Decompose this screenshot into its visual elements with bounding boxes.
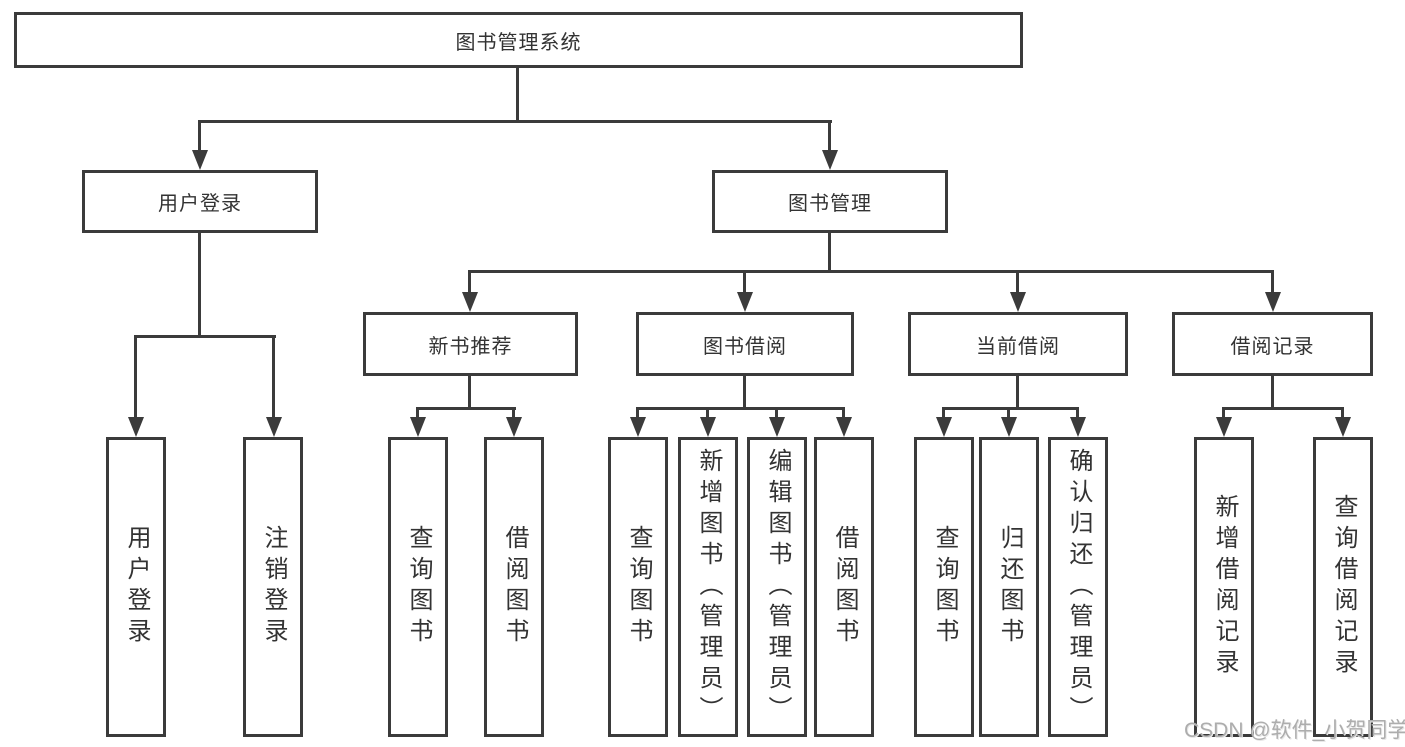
arrowhead-icon: [1070, 417, 1086, 437]
connector-line: [198, 120, 201, 151]
leaf-label: 查询图书: [405, 525, 432, 649]
leaf-query-books: 查询图书: [388, 437, 448, 737]
connector-line: [1271, 375, 1274, 410]
leaf-query-borrow-record: 查询借阅记录: [1313, 437, 1373, 737]
arrowhead-icon: [936, 417, 952, 437]
connector-line: [468, 375, 471, 410]
node-borrowing-records: 借阅记录: [1172, 312, 1373, 376]
leaf-label: 借阅图书: [831, 525, 858, 649]
arrowhead-icon: [462, 292, 478, 312]
leaf-label: 新增图书（管理员）: [695, 447, 722, 727]
leaf-borrow-books: 借阅图书: [814, 437, 874, 737]
connector-line: [706, 407, 709, 418]
connector-line: [942, 407, 945, 418]
connector-line: [1222, 407, 1344, 410]
connector-line: [134, 335, 276, 338]
leaf-return-books: 归还图书: [979, 437, 1039, 737]
leaf-logout: 注销登录: [243, 437, 303, 737]
leaf-label: 查询图书: [625, 525, 652, 649]
arrowhead-icon: [1216, 417, 1232, 437]
leaf-query-books: 查询图书: [914, 437, 974, 737]
connector-line: [842, 407, 845, 418]
leaf-edit-books-admin: 编辑图书（管理员）: [747, 437, 807, 737]
connector-line: [743, 270, 746, 293]
connector-line: [416, 407, 419, 418]
leaf-query-books: 查询图书: [608, 437, 668, 737]
leaf-confirm-return-admin: 确认归还（管理员）: [1048, 437, 1108, 737]
connector-line: [1007, 407, 1010, 418]
arrowhead-icon: [128, 417, 144, 437]
arrowhead-icon: [630, 417, 646, 437]
connector-line: [1076, 407, 1079, 418]
leaf-user-login: 用户登录: [106, 437, 166, 737]
node-root-system: 图书管理系统: [14, 12, 1023, 68]
leaf-add-borrow-record: 新增借阅记录: [1194, 437, 1254, 737]
connector-line: [512, 407, 515, 418]
leaf-label: 查询借阅记录: [1330, 494, 1357, 680]
connector-line: [636, 407, 639, 418]
node-book-borrowing: 图书借阅: [636, 312, 854, 376]
arrowhead-icon: [266, 417, 282, 437]
connector-line: [468, 270, 1274, 273]
leaf-label: 借阅图书: [501, 525, 528, 649]
connector-line: [1016, 270, 1019, 293]
node-book-management: 图书管理: [712, 170, 948, 233]
arrowhead-icon: [737, 292, 753, 312]
arrowhead-icon: [410, 417, 426, 437]
connector-line: [1222, 407, 1225, 418]
arrowhead-icon: [1001, 417, 1017, 437]
arrowhead-icon: [700, 417, 716, 437]
leaf-label: 用户登录: [123, 525, 150, 649]
arrowhead-icon: [1335, 417, 1351, 437]
connector-line: [775, 407, 778, 418]
connector-line: [516, 68, 519, 123]
connector-line: [743, 375, 746, 410]
connector-line: [198, 232, 201, 338]
connector-line: [198, 120, 832, 123]
connector-line: [828, 120, 831, 151]
leaf-label: 新增借阅记录: [1211, 494, 1238, 680]
leaf-add-books-admin: 新增图书（管理员）: [678, 437, 738, 737]
connector-line: [942, 407, 1079, 410]
connector-line: [636, 407, 845, 410]
arrowhead-icon: [822, 150, 838, 170]
connector-line: [134, 335, 137, 418]
connector-line: [1016, 375, 1019, 410]
connector-line: [416, 407, 516, 410]
leaf-borrow-books: 借阅图书: [484, 437, 544, 737]
leaf-label: 查询图书: [931, 525, 958, 649]
arrowhead-icon: [1010, 292, 1026, 312]
leaf-label: 归还图书: [996, 525, 1023, 649]
leaf-label: 确认归还（管理员）: [1065, 447, 1092, 727]
connector-line: [1271, 270, 1274, 293]
connector-line: [1341, 407, 1344, 418]
arrowhead-icon: [769, 417, 785, 437]
csdn-watermark: CSDN @软件_小贺同学: [1184, 719, 1405, 742]
leaf-label: 编辑图书（管理员）: [764, 447, 791, 727]
arrowhead-icon: [1265, 292, 1281, 312]
connector-line: [828, 232, 831, 273]
arrowhead-icon: [506, 417, 522, 437]
leaf-label: 注销登录: [260, 525, 287, 649]
arrowhead-icon: [192, 150, 208, 170]
node-user-login: 用户登录: [82, 170, 318, 233]
arrowhead-icon: [836, 417, 852, 437]
connector-line: [468, 270, 471, 293]
node-new-book-recommend: 新书推荐: [363, 312, 578, 376]
connector-line: [272, 335, 275, 418]
node-current-borrowing: 当前借阅: [908, 312, 1128, 376]
